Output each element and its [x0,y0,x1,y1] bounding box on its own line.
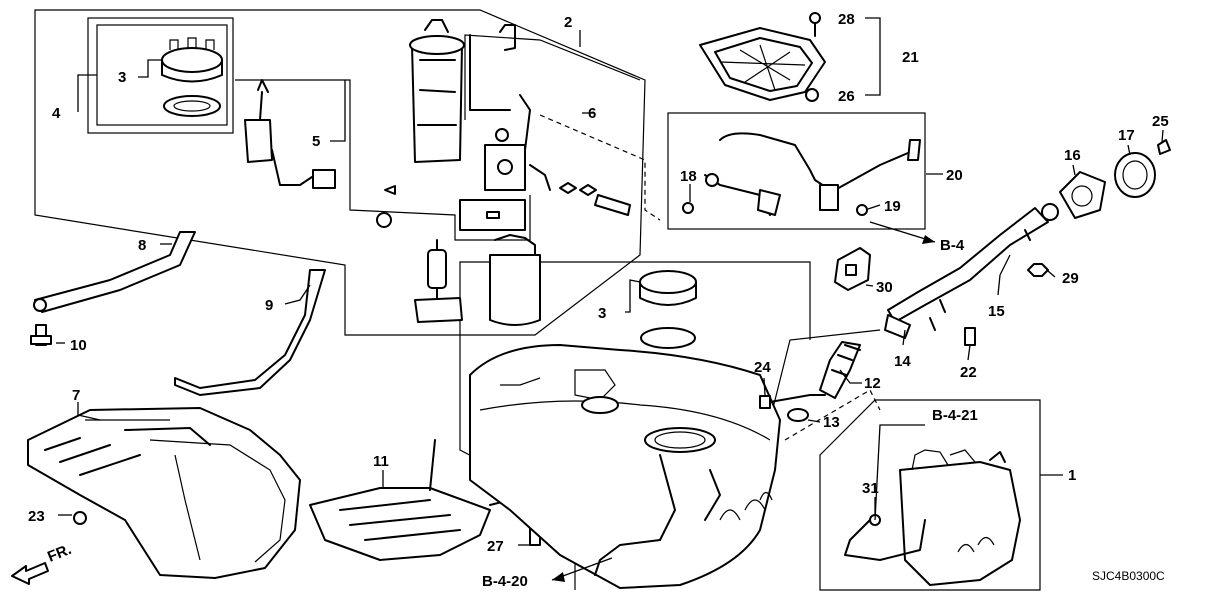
gasket-group-outline [87,17,234,134]
callout-23: 23 [28,508,45,525]
vent-group-outline [667,112,926,230]
pump-module-body [411,44,463,163]
filler-lid-base [1059,171,1106,219]
vent-tube [719,132,831,191]
callout-25: 25 [1152,113,1169,130]
level-sender [244,119,273,163]
callout-27: 27 [487,538,504,555]
fuel-tank [469,344,781,589]
callout-12: 12 [864,375,881,392]
callout-18: 18 [680,168,697,185]
tank-gasket [640,327,696,349]
fuel-filter-canister [489,254,541,326]
bolt-28 [809,12,821,24]
lock-ring [161,47,223,73]
filler-pipe [887,207,1049,323]
assembly-1-outline [819,399,1041,591]
callout-26: 26 [838,88,855,105]
nut-29 [1027,263,1049,277]
filler-group-outline [769,329,881,421]
callout-2: 2 [564,14,572,31]
fuel-tank-assembly [899,461,1021,586]
callout-22: 22 [960,364,977,381]
callout-5: 5 [312,133,320,150]
pump-gasket [163,95,221,117]
clip-24 [759,395,771,409]
front-label: FR. [45,541,74,566]
callout-24: 24 [754,359,771,376]
canister-valve [757,189,781,216]
clip-18 [682,202,694,214]
callout-8: 8 [138,237,146,254]
group-5-outline [235,79,531,241]
callout-20: 20 [946,167,963,184]
callout-30: 30 [876,279,893,296]
ref-b421: B-4-21 [932,407,978,424]
ref-b4: B-4 [940,237,965,254]
tank-side-shield [309,487,491,561]
nut-26 [805,88,819,102]
group-2-inner-outline [464,34,641,120]
callout-3-upper: 3 [118,69,126,86]
group-6-dash [539,114,661,221]
callout-28: 28 [838,11,855,28]
callout-19: 19 [884,198,901,215]
callout-17: 17 [1118,127,1135,144]
hose-clamp-13 [787,408,809,422]
clip-25 [1157,139,1171,155]
callout-15: 15 [988,303,1005,320]
clip-23 [73,511,87,525]
reference-arrows [551,221,936,582]
tank-strap-8 [34,231,196,313]
fuel-pump-motor [427,249,447,289]
callout-21: 21 [902,49,919,66]
callout-16: 16 [1064,147,1081,164]
callout-11: 11 [373,453,389,470]
callout-1: 1 [1068,467,1076,484]
callout-4: 4 [52,105,61,122]
ref-b420: B-4-20 [482,573,528,590]
callout-29: 29 [1062,270,1079,287]
diagram-code: SJC4B0300C [1092,569,1165,583]
sender-connector [312,169,336,189]
callout-14: 14 [894,353,911,370]
bolt-22 [964,327,976,346]
filter-fitting [594,194,631,216]
pump-strainer [414,297,463,323]
callout-13: 13 [823,414,840,431]
tank-strap-9 [174,269,326,396]
callout-7: 7 [72,387,80,404]
pump-group-outline [34,9,646,336]
callout-10: 10 [70,337,87,354]
callout-3-lower: 3 [598,305,606,322]
front-arrow [11,562,49,585]
callout-31: 31 [862,480,879,497]
fuel-cap [1114,152,1156,198]
leader-lines [56,17,1164,546]
clip-19 [856,204,868,216]
callout-6: 6 [588,105,596,122]
callout-9: 9 [265,297,273,314]
